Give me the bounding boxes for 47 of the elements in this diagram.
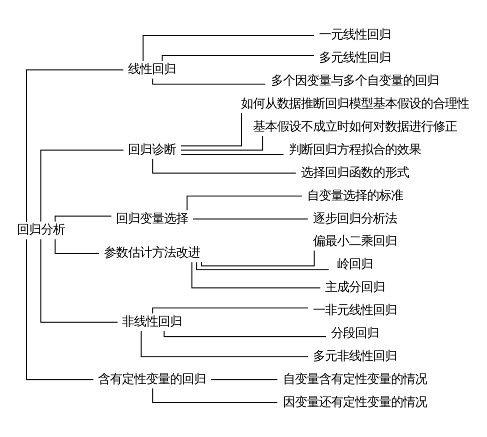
node-text: 自变量选择的标准 xyxy=(306,186,403,202)
node-text: 偏最小二乘回归 xyxy=(312,232,397,248)
connector xyxy=(142,34,315,62)
node-text: 多元线性回归 xyxy=(318,49,391,64)
connector xyxy=(200,250,315,266)
connector xyxy=(180,112,242,146)
node-text: 一元线性回归 xyxy=(318,26,391,42)
connector xyxy=(210,378,278,380)
connector xyxy=(180,153,284,154)
node-text: 分段回归 xyxy=(330,324,379,340)
connector xyxy=(164,330,326,337)
node-text: 非线性回归 xyxy=(122,313,182,328)
connector xyxy=(26,238,94,380)
connector xyxy=(180,135,264,150)
connector xyxy=(196,261,330,270)
connector xyxy=(40,238,118,322)
node-text: 因变量还有定性变量的情况 xyxy=(282,393,427,408)
connector xyxy=(152,387,278,403)
connector xyxy=(54,238,100,254)
connector xyxy=(152,306,308,314)
node-text: 如何从数据推断回归模型基本假设的合理性 xyxy=(240,95,469,110)
node-text: 回归诊断 xyxy=(128,140,176,156)
node-text: 回归分析 xyxy=(16,221,65,236)
connector xyxy=(192,218,308,219)
node-text: 多元非线性回归 xyxy=(312,347,397,362)
connector xyxy=(40,149,124,222)
node-text: 选择回归函数的形式 xyxy=(300,164,409,179)
connector xyxy=(186,195,302,210)
node-text: 判断回归方程拟合的效果 xyxy=(288,140,421,156)
node-text: 岭回归 xyxy=(336,256,373,271)
connector xyxy=(191,261,321,288)
node-text: 线性回归 xyxy=(128,60,176,76)
node-text: 多个因变量与多个自变量的回归 xyxy=(270,72,439,88)
node-text: 基本假设不成立时如何对数据进行修正 xyxy=(252,118,457,133)
node-text: 回归变量选择 xyxy=(116,210,188,225)
node-text: 参数估计方法改进 xyxy=(104,244,200,260)
node-text: 逐步回归分析法 xyxy=(312,210,397,225)
connector xyxy=(162,54,314,61)
connector xyxy=(152,158,296,174)
connector xyxy=(26,68,124,222)
connector xyxy=(152,78,266,84)
node-text: 自变量含有定性变量的情况 xyxy=(282,370,427,386)
node-text: 主成分回归 xyxy=(324,278,385,294)
connector xyxy=(54,215,112,222)
connector xyxy=(140,330,308,357)
node-text: 一非元线性回归 xyxy=(312,302,397,317)
node-text: 含有定性变量的回归 xyxy=(98,370,206,386)
